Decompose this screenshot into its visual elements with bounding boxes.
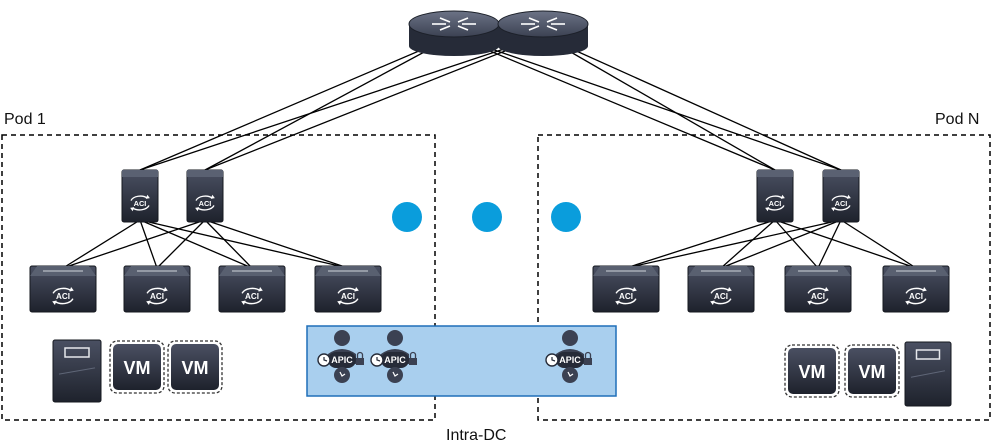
aci-label: ACI	[56, 292, 70, 301]
vm-label: VM	[799, 362, 826, 382]
spine-leaf-link	[156, 219, 206, 269]
router-spine-link	[453, 35, 776, 171]
vm-icon: VM	[109, 340, 165, 394]
spine-leaf-link	[774, 219, 819, 269]
leaf-switch-icon: ACI	[314, 265, 382, 313]
spine-switch-icon: ACI	[822, 169, 860, 223]
spine-leaf-link	[139, 219, 158, 269]
spine-leaf-link	[62, 219, 206, 269]
router-spine-link	[204, 35, 544, 171]
aci-label: ACI	[134, 199, 147, 208]
vm-icon: VM	[784, 344, 840, 398]
spine-leaf-link	[774, 219, 917, 269]
intra-dc-label: Intra-DC	[446, 427, 506, 444]
pod-1-boundary	[1, 134, 436, 421]
aci-label: ACI	[619, 292, 633, 301]
spine-leaf-link	[204, 219, 253, 269]
spine-switch-icon: ACI	[121, 169, 159, 223]
ellipsis-dot-1	[392, 202, 422, 232]
aci-label: ACI	[769, 199, 782, 208]
vm-icon: VM	[844, 344, 900, 398]
apic-label: APIC	[559, 355, 581, 365]
leaf-switch-icon: ACI	[218, 265, 286, 313]
server-icon	[904, 341, 952, 407]
router-spine-link	[139, 35, 455, 171]
spine-leaf-link	[62, 219, 141, 269]
pod-n-boundary	[537, 134, 991, 421]
apic-label: APIC	[384, 355, 406, 365]
apic-label: APIC	[331, 355, 353, 365]
spine-leaf-link	[204, 219, 349, 269]
router-spine-link	[542, 35, 842, 171]
aci-label: ACI	[341, 292, 355, 301]
spine-leaf-link	[139, 219, 349, 269]
pod-1-label: Pod 1	[4, 111, 46, 128]
spine-leaf-link	[625, 219, 776, 269]
ellipsis-dot-2	[472, 202, 502, 232]
leaf-switch-icon: ACI	[687, 265, 755, 313]
leaf-switch-icon: ACI	[784, 265, 852, 313]
leaf-switch-icon: ACI	[29, 265, 97, 313]
server-icon	[52, 339, 102, 403]
aci-label: ACI	[714, 292, 728, 301]
apic-controller-icon: APIC	[317, 330, 364, 383]
spine-leaf-link	[720, 219, 842, 269]
apic-controller-icon: APIC	[545, 330, 592, 383]
aci-label: ACI	[245, 292, 259, 301]
vm-label: VM	[124, 358, 151, 378]
router-spine-link	[453, 35, 842, 171]
aci-label: ACI	[835, 199, 848, 208]
router-icon	[497, 10, 589, 56]
spine-leaf-link	[817, 219, 842, 269]
router-spine-link	[204, 35, 455, 171]
vm-label: VM	[182, 358, 209, 378]
vm-icon: VM	[167, 340, 223, 394]
leaf-switch-icon: ACI	[123, 265, 191, 313]
spine-switch-icon: ACI	[756, 169, 794, 223]
spine-switch-icon: ACI	[186, 169, 224, 223]
leaf-switch-icon: ACI	[592, 265, 660, 313]
router-icon	[408, 10, 500, 56]
spine-leaf-link	[625, 219, 842, 269]
links	[62, 35, 917, 269]
pod-n-label: Pod N	[935, 111, 979, 128]
devices: ACI ACI ACI ACI ACI ACI ACI ACI ACI ACI ACI ACI VM VM…	[29, 10, 952, 407]
aci-label: ACI	[199, 199, 212, 208]
router-spine-link	[139, 35, 544, 171]
aci-label: ACI	[909, 292, 923, 301]
spine-leaf-link	[720, 219, 776, 269]
router-spine-link	[542, 35, 776, 171]
aci-label: ACI	[150, 292, 164, 301]
apic-controller-icon: APIC	[370, 330, 417, 383]
spine-leaf-link	[139, 219, 253, 269]
leaf-switch-icon: ACI	[882, 265, 950, 313]
vm-label: VM	[859, 362, 886, 382]
spine-leaf-link	[840, 219, 917, 269]
aci-label: ACI	[811, 292, 825, 301]
ellipsis-dot-3	[551, 202, 581, 232]
